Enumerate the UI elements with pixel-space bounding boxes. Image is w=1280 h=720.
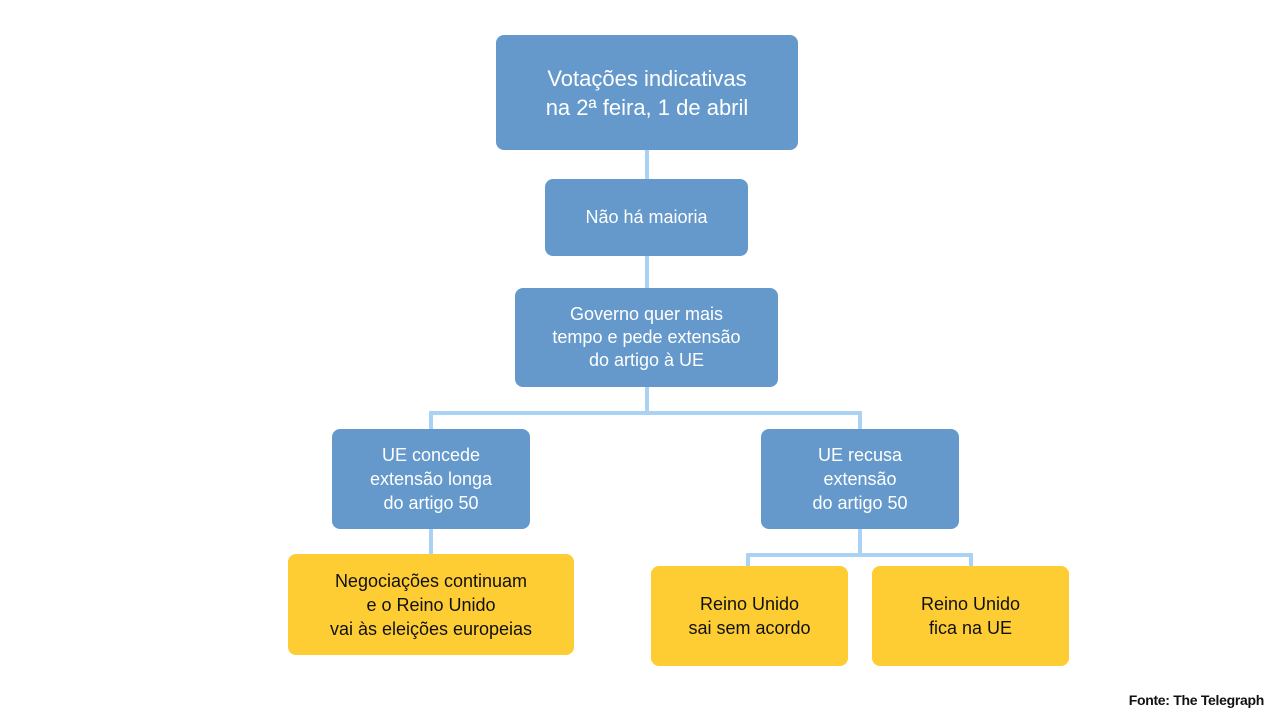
node-no-majority: Não há maioria	[545, 179, 748, 256]
node-negotiations-continue: Negociações continuam e o Reino Unido va…	[288, 554, 574, 655]
node-indicative-votes: Votações indicativas na 2ª feira, 1 de a…	[496, 35, 798, 150]
node-government-extension: Governo quer mais tempo e pede extensão …	[515, 288, 778, 387]
node-eu-refuses-extension: UE recusa extensão do artigo 50	[761, 429, 959, 529]
node-uk-no-deal: Reino Unido sai sem acordo	[651, 566, 848, 666]
node-eu-grants-extension: UE concede extensão longa do artigo 50	[332, 429, 530, 529]
source-credit: Fonte: The Telegraph	[1128, 692, 1265, 708]
node-uk-stays: Reino Unido fica na UE	[872, 566, 1069, 666]
